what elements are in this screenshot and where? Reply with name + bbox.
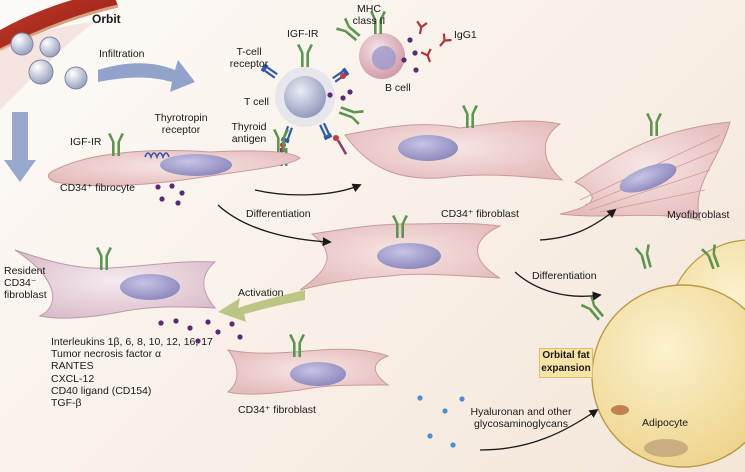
cytokine-item: CD40 ligand (CD154) xyxy=(51,384,152,397)
cytokine-item: TGF-β xyxy=(51,397,82,410)
arrow-to-upper-fibroblast xyxy=(254,183,362,196)
thyrotropin-line1: Thyrotropin xyxy=(154,112,208,124)
activation-arrow xyxy=(218,290,305,322)
cd34-fibroblast-upper xyxy=(344,105,564,181)
differentiation-label-1: Differentiation xyxy=(246,208,311,220)
cytokine-item: Interleukins 1β, 6, 8, 10, 12, 16, 17 xyxy=(51,336,213,348)
resident-fibroblast-label: Resident CD34⁻ fibroblast xyxy=(4,265,47,301)
cd34-fibroblast-lower xyxy=(226,334,390,395)
cytokine-list: Interleukins 1β, 6, 8, 10, 12, 16, 17 Tu… xyxy=(51,336,213,409)
tcell-receptor-label: T-cell receptor xyxy=(222,46,276,70)
blood-cells xyxy=(10,32,88,90)
orbital-fat-line2: expansion xyxy=(541,363,591,374)
igf-ir-left-label: IGF-IR xyxy=(70,136,102,148)
cytokine-item: RANTES xyxy=(51,360,94,373)
hyaluronan-dots xyxy=(417,395,465,448)
b-cell xyxy=(335,11,453,79)
hyaluronan-label: Hyaluronan and other glycosaminoglycans xyxy=(462,406,580,430)
igg1-label: IgG1 xyxy=(454,29,477,41)
orbit-label: Orbit xyxy=(92,12,121,26)
myofibroblast-label: Myofibroblast xyxy=(667,209,730,221)
cytokine-item: CXCL-12 xyxy=(51,372,95,385)
mhc-line1: MHC xyxy=(357,3,381,15)
arrow-to-adipocyte xyxy=(479,408,599,451)
myofibroblast xyxy=(559,113,731,221)
cytokine-dots-fibrocyte xyxy=(155,183,185,206)
cd34-fibrocyte-label: CD34⁺ fibrocyte xyxy=(60,182,135,194)
t-cell xyxy=(260,44,365,144)
antigen-dot xyxy=(340,73,346,79)
cd34-fibroblast-middle xyxy=(299,215,502,291)
arrow-differentiation-2 xyxy=(514,271,602,301)
down-arrow xyxy=(4,112,36,182)
resident-line2: CD34⁻ xyxy=(4,277,37,289)
thyrotropin-receptor-label: Thyrotropin receptor xyxy=(146,112,216,136)
adipocytes xyxy=(580,239,745,468)
cd34-fibrocyte xyxy=(47,129,301,187)
cytokine-dots-resident xyxy=(158,318,243,344)
cytokine-item: Tumor necrosis factor α xyxy=(51,348,162,361)
adipocyte-label: Adipocyte xyxy=(642,417,689,429)
orbital-fat-line1: Orbital fat xyxy=(542,350,590,361)
arrow-to-myofibroblast xyxy=(539,208,617,241)
tcell-receptor-line1: T-cell xyxy=(236,46,262,58)
thyroid-antigen-label: Thyroid antigen xyxy=(226,121,272,145)
resident-cd34-negative-fibroblast xyxy=(14,247,217,319)
orbital-fat-expansion-box: Orbital fat expansion xyxy=(539,348,593,378)
hyaluronan-line1: Hyaluronan and other xyxy=(470,406,572,418)
thyrotropin-line2: receptor xyxy=(161,124,201,136)
arrow-differentiation-1 xyxy=(217,204,332,247)
thyroid-antigen-line1: Thyroid xyxy=(231,121,267,133)
resident-line1: Resident xyxy=(4,265,46,277)
t-cell-label: T cell xyxy=(244,96,269,108)
activation-label: Activation xyxy=(238,287,284,299)
cytokine-dots-top xyxy=(327,37,419,101)
hyaluronan-line2: glycosaminoglycans xyxy=(474,418,568,430)
mhc-class-ii-label: MHC class II xyxy=(350,3,388,27)
differentiation-label-2: Differentiation xyxy=(532,270,597,282)
cd34-fibroblast-bottom-label: CD34⁺ fibroblast xyxy=(238,404,316,416)
infiltration-label: Infiltration xyxy=(99,48,145,60)
igf-ir-top-label: IGF-IR xyxy=(287,28,319,40)
infiltration-arrow xyxy=(98,60,195,92)
thyroid-antigen-line2: antigen xyxy=(231,133,267,145)
tcell-receptor-line2: receptor xyxy=(229,58,269,70)
mhc-line2: class II xyxy=(352,15,386,27)
b-cell-label: B cell xyxy=(385,82,411,94)
cd34-fibroblast-mid-label: CD34⁺ fibroblast xyxy=(441,208,519,220)
resident-line3: fibroblast xyxy=(4,289,47,301)
